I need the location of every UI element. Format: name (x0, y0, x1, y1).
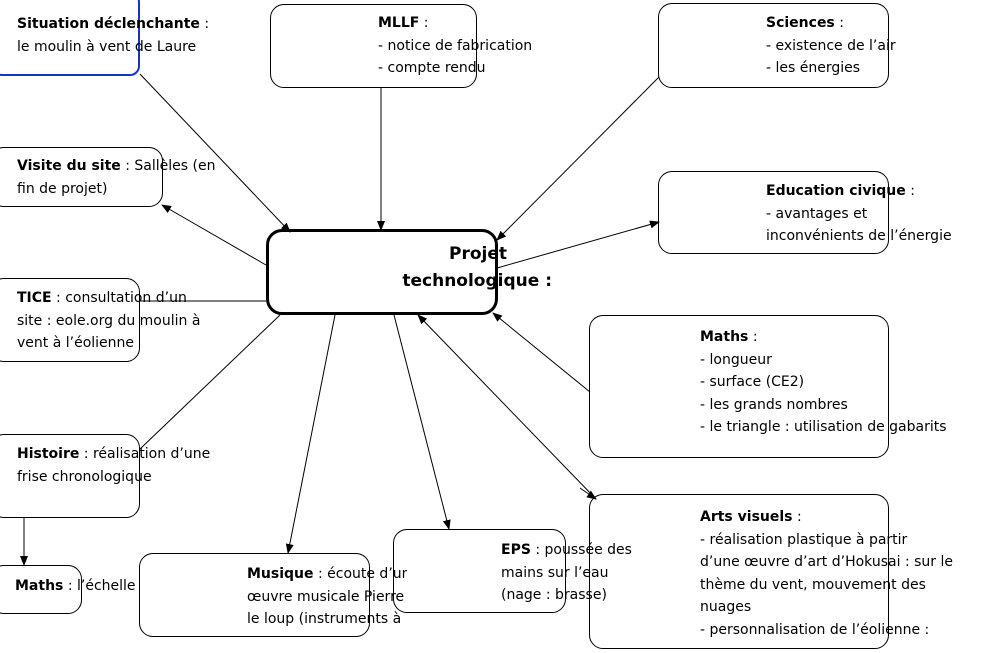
musique-heading: Musique (247, 566, 314, 582)
mllf-line: - notice de fabrication (378, 37, 533, 54)
sciences-heading: Sciences (766, 15, 835, 31)
maths-line: - le triangle : utilisation de gabarits (700, 419, 947, 435)
histoire-text: Histoire : réalisation d’une frise chron… (17, 443, 210, 488)
arts-line: - réalisation plastique à partir (700, 531, 908, 548)
maths-line: - les grands nombres (700, 396, 848, 413)
sciences-line: - les énergies (766, 60, 861, 76)
arrow-situation-to-center (139, 73, 291, 233)
histoire-line: frise chronologique (17, 468, 152, 485)
musique-box (139, 553, 370, 637)
maths-sep: : (748, 329, 758, 345)
musique-first: : écoute d’une (317, 566, 407, 582)
maths-echelle-heading: Maths (15, 578, 64, 594)
tice-box (0, 278, 140, 362)
eps-line: mains sur l’eau (501, 564, 609, 581)
tice-heading: TICE (17, 290, 52, 306)
mllf-heading: MLLF (378, 15, 420, 31)
arrow-center-to-musique (285, 314, 336, 554)
situation-box (0, 0, 140, 76)
arrow-center-to-civique (496, 220, 660, 269)
eps-line: (nage : brasse) (501, 587, 607, 603)
arts-sep: : (792, 509, 802, 525)
musique-line: le loup (instruments à (247, 611, 402, 627)
situation-text: Situation déclenchante : le moulin à ven… (17, 13, 209, 58)
maths-box (589, 315, 889, 458)
civique-text: Education civique : - avantages et incon… (766, 180, 952, 248)
tice-text: TICE : consultation d’un site : eole.org… (17, 287, 200, 355)
sciences-box (658, 3, 889, 88)
arts-box (589, 494, 889, 649)
arrow-maths-to-center (492, 312, 591, 393)
visite-box (0, 147, 163, 207)
arts-line: thème du vent, mouvement des (700, 576, 926, 593)
eps-text: EPS : poussée des mains sur l’eau (nage … (501, 539, 632, 607)
maths-echelle-box (0, 565, 82, 614)
arrow-arts-to-center (417, 314, 597, 500)
maths-line: - surface (CE2) (700, 374, 805, 390)
center-title: Projet technologique : (380, 241, 552, 295)
arrow-center-to-eps (393, 314, 451, 530)
civique-sep: : (905, 183, 915, 199)
maths-heading: Maths (700, 329, 749, 345)
visite-text: Visite du site : Sallèles (en fin de pro… (17, 155, 215, 200)
arrow-center-to-visite (161, 204, 267, 266)
situation-heading: Situation déclenchante (17, 16, 200, 32)
eps-heading: EPS (501, 542, 531, 558)
visite-first: : Sallèles (en (120, 158, 216, 174)
arts-text: Arts visuels : - réalisation plastique à… (700, 506, 953, 641)
musique-line: œuvre musicale Pierre et (247, 588, 407, 605)
civique-heading: Education civique (766, 183, 906, 199)
arrow-sciences-to-center (496, 76, 660, 241)
sciences-line: - existence de l’air (766, 37, 896, 54)
maths-text: Maths : - longueur - surface (CE2) - les… (700, 326, 947, 439)
arts-heading: Arts visuels (700, 509, 793, 525)
mllf-sep: : (419, 15, 429, 31)
center-title-line2: technologique : (402, 271, 552, 291)
tice-line: site : eole.org du moulin à (17, 312, 201, 329)
musique-text: Musique : écoute d’une œuvre musicale Pi… (247, 563, 407, 631)
maths-echelle-text: Maths : l’échelle (15, 575, 140, 598)
tice-line: vent à l’éolienne (17, 335, 135, 351)
arrow-center-to-histoire (139, 314, 281, 450)
arts-line: - personnalisation de l’éolienne : (700, 621, 930, 638)
histoire-first: : réalisation d’une (79, 446, 211, 462)
civique-line: - avantages et (766, 205, 868, 222)
civique-box (658, 171, 889, 254)
arts-line: nuages (700, 599, 752, 615)
mllf-box (270, 4, 477, 88)
maths-line: - longueur (700, 351, 772, 368)
center-box (266, 229, 498, 315)
maths-echelle-first: : l’échelle (63, 578, 136, 594)
situation-sep: : (199, 16, 210, 32)
mllf-text: MLLF : - notice de fabrication - compte … (378, 12, 532, 80)
histoire-heading: Histoire (17, 446, 80, 462)
situation-line: le moulin à vent de Laure (17, 38, 197, 55)
civique-line: inconvénients de l’énergie (766, 228, 952, 244)
visite-line: fin de projet) (17, 180, 108, 197)
sciences-sep: : (834, 15, 844, 31)
visite-heading: Visite du site (17, 158, 121, 174)
eps-box (393, 529, 566, 613)
tice-first: : consultation d’un (51, 290, 187, 306)
mllf-line: - compte rendu (378, 60, 486, 76)
sciences-text: Sciences : - existence de l’air - les én… (766, 12, 896, 80)
eps-first: : poussée des (530, 542, 632, 558)
center-title-line1: Projet (448, 244, 507, 264)
arts-line: d’une œuvre d’art d’Hokusai : sur le (700, 554, 953, 570)
histoire-box (0, 434, 140, 518)
